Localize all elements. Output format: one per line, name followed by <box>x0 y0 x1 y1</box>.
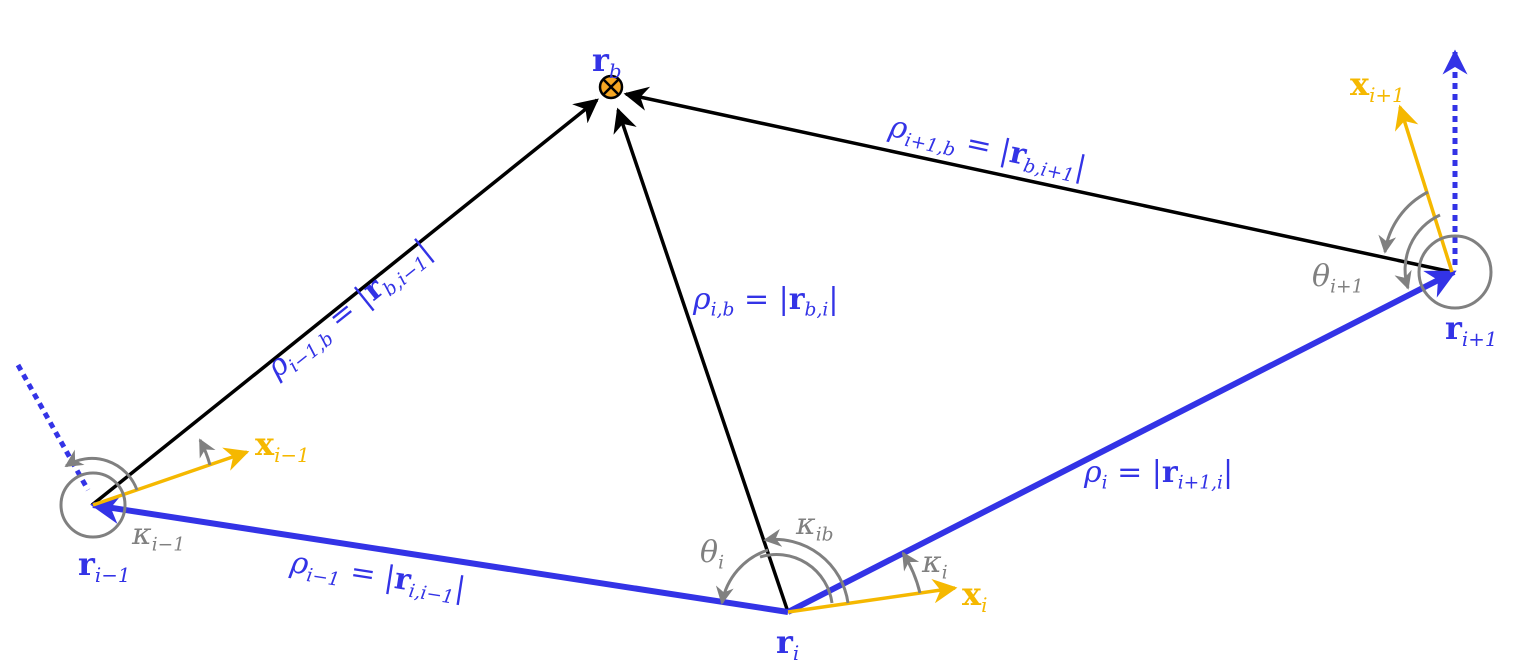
label-theta-i: θi <box>700 535 725 574</box>
label-kappa-i: κi <box>922 545 948 584</box>
arc-full-ip1 <box>1417 234 1493 310</box>
arc-kappa-i <box>901 551 922 594</box>
edge-i-to-b <box>613 107 790 613</box>
arc-small-im1 <box>198 438 216 466</box>
edge-im1-to-b <box>90 98 599 507</box>
label-kappa-ib: κib <box>796 507 834 546</box>
arc-theta-ip1-inner <box>1394 213 1441 290</box>
heading-vector-im1 <box>92 447 250 507</box>
label-x-ip1: xi+1 <box>1350 65 1405 107</box>
arc-theta-i <box>715 548 769 605</box>
arc-kappa-ib-outer <box>763 528 850 604</box>
arc-kappa-im1 <box>64 449 139 491</box>
edge-i-to-im1 <box>90 494 789 615</box>
label-r-ip1: ri+1 <box>1445 309 1498 351</box>
arc-kappa-ib-inner <box>759 553 834 604</box>
arc-theta-ip1-outer <box>1378 190 1429 254</box>
label-r-im1: ri−1 <box>78 545 131 587</box>
heading-vector-ip1 <box>1394 104 1454 273</box>
label-kappa-im1: κi−1 <box>132 517 186 556</box>
edge-i-to-ip1 <box>786 269 1457 615</box>
label-x-im1: xi−1 <box>255 425 310 467</box>
arc-full-im1 <box>59 471 127 539</box>
label-r-i: ri <box>776 623 800 665</box>
prev-heading-dotted <box>15 363 91 492</box>
label-x-i: xi <box>962 575 988 617</box>
edge-ip1-to-b <box>623 86 1453 274</box>
label-rho-ib: ρi,b = |rb,i| <box>693 282 839 321</box>
beacon-marker <box>598 74 624 100</box>
label-r-b: rb <box>592 41 622 83</box>
label-theta-ip1: θi+1 <box>1312 259 1364 298</box>
heading-vector-i <box>787 579 958 614</box>
label-rho-i: ρi = |ri+1,i| <box>1084 455 1234 494</box>
